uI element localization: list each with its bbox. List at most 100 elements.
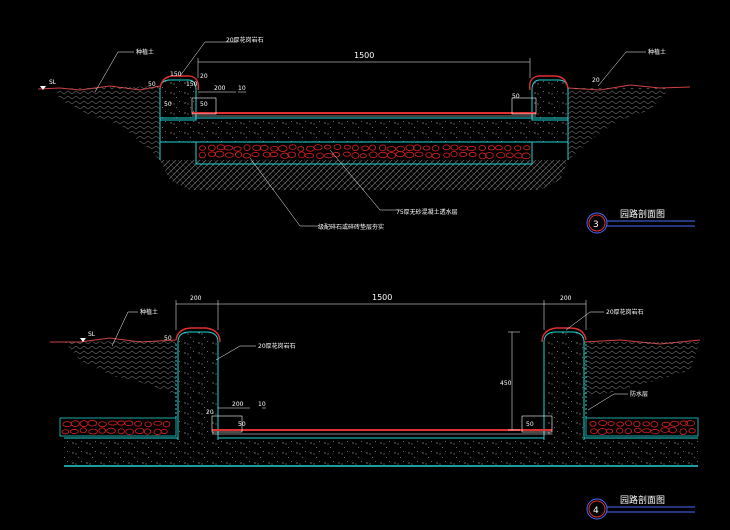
- section-3-dim-20-right: 20: [592, 77, 600, 84]
- section-4-label-waterproof: 防水层: [630, 390, 648, 398]
- gravel-layer: [195, 141, 533, 165]
- leader-soil-right: [597, 51, 646, 87]
- gravel-stone: [88, 428, 98, 435]
- earth-hatch-right-4: [584, 342, 700, 395]
- gravel-stone: [504, 145, 512, 152]
- gravel-stone: [650, 421, 659, 428]
- gravel-stone: [278, 145, 288, 152]
- concrete-slab: [159, 117, 569, 143]
- gravel-stone: [216, 144, 226, 151]
- section-3-label-gravel: 75厚无砂混凝土透水层: [396, 208, 458, 216]
- gravel-stone: [61, 429, 70, 435]
- section-4-dim-50-left-top: 50: [164, 335, 172, 342]
- leader-base: [249, 157, 318, 227]
- gravel-stone: [688, 428, 696, 434]
- gravel-stone: [478, 144, 486, 152]
- gravel-stone: [616, 427, 624, 434]
- section-4-circle-inner: [588, 500, 606, 518]
- wall-top-left: [175, 327, 221, 343]
- section-3-title: 园路剖面图: [620, 208, 665, 220]
- gravel-stone: [607, 421, 615, 426]
- gravel-stone: [679, 428, 687, 435]
- gravel-stone: [386, 146, 397, 152]
- gravel-stone: [616, 421, 625, 427]
- gravel-stone: [361, 145, 369, 152]
- gravel-stone: [386, 152, 397, 159]
- section-3-number: 3: [593, 220, 599, 230]
- gravel-stone: [458, 145, 469, 151]
- gravel-stone: [153, 428, 162, 436]
- gravel-stone: [143, 428, 152, 435]
- gravel-stone: [598, 420, 608, 426]
- gravel-stone: [270, 145, 279, 152]
- gravel-stone: [514, 145, 522, 151]
- section-3-dim-20-left: 20: [200, 73, 208, 80]
- section-4-elev: SL: [88, 331, 96, 338]
- edge-stone-right-4: [521, 415, 553, 433]
- section-4-dim-50-inner: 50: [238, 421, 246, 428]
- gravel-stone: [242, 153, 251, 159]
- gravel-stones: [198, 144, 531, 160]
- section-4-dim-200-inner: 200: [232, 401, 244, 408]
- wall-top-right: [541, 327, 587, 343]
- gravel-stone: [108, 420, 118, 426]
- section-3-dim-1500: 1500: [354, 51, 374, 60]
- gravel-stone: [523, 145, 531, 151]
- gravel-stone: [288, 144, 297, 150]
- gravel-stone: [450, 150, 458, 158]
- gravel-stone: [369, 144, 377, 151]
- gravel-stone: [135, 427, 145, 435]
- leader-stone: [179, 41, 236, 77]
- gravel-stone: [297, 146, 305, 152]
- floor-slab: [64, 438, 698, 466]
- gravel-stone: [669, 420, 680, 427]
- gravel-stone: [243, 144, 251, 152]
- section-3-circle: [586, 212, 608, 234]
- gravel-stone: [521, 152, 531, 160]
- dim-line-1500-4: [217, 300, 545, 330]
- gravel-stone: [233, 146, 242, 152]
- gravel-stone: [496, 152, 506, 159]
- gravel-right-4: [585, 417, 699, 437]
- gravel-stone: [590, 428, 598, 434]
- gravel-stone: [251, 151, 260, 157]
- gravel-stone: [661, 421, 671, 427]
- section-4-number: 4: [593, 506, 599, 516]
- section-4-label-stone-mid: 20厚花岗岩石: [258, 342, 296, 350]
- gravel-stone: [125, 428, 135, 436]
- section-3-dim-200: 200: [214, 85, 226, 92]
- gravel-stone: [369, 151, 378, 159]
- gravel-stone: [605, 428, 614, 434]
- gravel-stone: [359, 153, 367, 159]
- gravel-stone: [235, 151, 243, 158]
- gravel-stone: [650, 429, 660, 435]
- gravel-stone: [298, 151, 306, 159]
- section-4-label-soil: 种植土: [140, 308, 158, 316]
- earth-hatch-left: [55, 86, 160, 160]
- gravel-stone: [443, 152, 451, 158]
- section-3-drawing: [37, 41, 695, 234]
- section-4-dim-200-right: 200: [560, 295, 572, 302]
- gravel-stone: [624, 428, 633, 435]
- gravel-stone: [252, 144, 262, 151]
- gravel-stone: [332, 152, 340, 158]
- dim-line-200-right-4: [544, 300, 587, 330]
- curb-top-left: [159, 75, 200, 91]
- gravel-stone: [207, 151, 217, 157]
- gravel-stone: [395, 151, 406, 158]
- section-3-dim-150-side: 150: [170, 71, 182, 78]
- section-4-dim-10: 10: [258, 401, 266, 408]
- section-3-dim-50-left: 50: [200, 101, 208, 108]
- gravel-stone: [224, 152, 234, 158]
- leader-waterproof-4: [587, 393, 628, 411]
- gravel-stone: [160, 429, 168, 434]
- leader-soil-4: [111, 311, 138, 347]
- gravel-stone: [144, 421, 152, 428]
- section-3-label-stone: 20厚花岗岩石: [226, 36, 264, 44]
- section-3-title-underline: [607, 220, 695, 227]
- leader-gravel: [329, 149, 400, 211]
- section-4-dim-50-right: 50: [526, 421, 534, 428]
- base-earth: [160, 160, 568, 190]
- leader-stone-mid-4: [215, 345, 256, 361]
